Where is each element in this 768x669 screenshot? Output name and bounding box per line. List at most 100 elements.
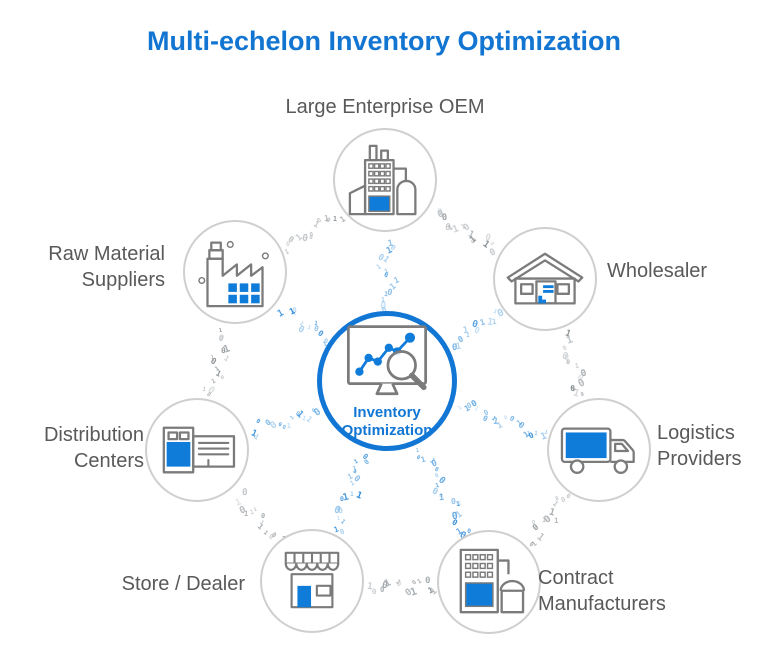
node-wholesaler: [493, 227, 597, 331]
binary-digit: 1: [455, 499, 461, 508]
binary-digit: 1: [252, 432, 261, 442]
binary-digit: 0: [315, 216, 323, 225]
binary-digit: 0: [429, 485, 439, 498]
binary-digit: 1: [201, 386, 207, 394]
binary-digit: 0: [481, 413, 490, 424]
binary-digit: 1: [341, 491, 351, 504]
binary-digit: 1: [345, 471, 355, 482]
binary-digit: 1: [303, 414, 315, 425]
binary-digit: 0: [560, 343, 569, 353]
binary-digit: 1: [291, 310, 297, 318]
binary-digit: 1: [459, 221, 468, 232]
binary-digit: 0: [338, 526, 346, 536]
binary-digit: 0: [388, 242, 398, 253]
binary-digit: 1: [243, 508, 249, 518]
binary-digit: 1: [409, 585, 419, 599]
binary-digit: 1: [486, 316, 494, 329]
binary-digit: 1: [451, 223, 461, 236]
binary-digit: 1: [529, 539, 539, 549]
binary-digit: 0: [531, 519, 535, 526]
binary-digit: 0: [263, 417, 273, 428]
binary-digit: 1: [456, 404, 464, 412]
binary-digit: 1: [445, 222, 455, 233]
binary-digit: 1: [349, 479, 356, 488]
binary-digit: 0: [565, 358, 571, 367]
binary-digit: 1: [213, 365, 220, 373]
binary-digit: 0: [410, 578, 418, 587]
binary-digit: 1: [297, 320, 305, 328]
binary-digit: 0: [542, 513, 554, 526]
binary-digit: 1: [571, 387, 582, 401]
binary-digit: 0: [434, 472, 441, 480]
binary-digit: 1: [353, 458, 360, 466]
node-label-wholesaler: Wholesaler: [607, 260, 708, 282]
binary-digit: 1: [294, 408, 307, 420]
binary-digit: 1: [478, 316, 486, 328]
binary-digit: 1: [366, 580, 374, 593]
node-raw: [183, 220, 287, 324]
binary-digit: 0: [296, 324, 306, 336]
binary-digit: 1: [564, 334, 575, 347]
binary-digit: 0: [483, 232, 492, 244]
binary-digit: 0: [450, 516, 460, 528]
raw-material-factory-icon: [195, 235, 275, 309]
binary-digit: 0: [371, 586, 378, 597]
binary-digit: 0: [526, 429, 535, 441]
binary-digit: 1: [391, 273, 401, 286]
binary-digit: 0: [237, 504, 248, 518]
binary-digit: 0: [308, 232, 314, 239]
binary-digit: 1: [374, 262, 383, 272]
binary-digit: 1: [288, 414, 295, 422]
binary-digit: 0: [260, 511, 266, 521]
binary-digit: 1: [427, 455, 437, 466]
binary-digit: 1: [306, 324, 312, 332]
binary-digit: 0: [436, 474, 448, 486]
binary-digit: 1: [382, 576, 393, 590]
binary-digit: 1: [288, 306, 298, 318]
binary-digit: 1: [568, 383, 578, 394]
node-contract: [437, 530, 541, 634]
binary-digit: 0: [469, 235, 477, 246]
binary-digit: 1: [218, 327, 223, 335]
binary-digit: 0: [472, 325, 481, 337]
binary-digit: 0: [563, 352, 570, 362]
manufacturing-plant-icon: [450, 546, 528, 618]
hub-label: Inventory Optimization: [342, 404, 433, 440]
binary-digit: 1: [387, 281, 399, 293]
binary-digit: 0: [470, 398, 480, 410]
binary-digit: 1: [534, 530, 546, 544]
binary-digit: 0: [268, 419, 280, 432]
binary-digit: 1: [213, 368, 223, 379]
warehouse-icon: [503, 248, 587, 311]
binary-digit: 1: [248, 508, 255, 517]
binary-digit: 0: [375, 252, 386, 265]
binary-digit: 0: [316, 328, 326, 339]
binary-digit: 0: [465, 400, 474, 411]
binary-digit: 0: [438, 493, 444, 500]
binary-digit: 1: [394, 577, 403, 587]
binary-digit: 0: [436, 208, 445, 221]
binary-digit: 0: [332, 504, 342, 517]
node-oem: [333, 128, 437, 232]
binary-digit: 0: [281, 424, 287, 432]
binary-digit: 1: [415, 577, 423, 586]
binary-digit: 1: [554, 515, 559, 525]
binary-digit: 0: [286, 233, 296, 245]
binary-digit: 0: [452, 342, 458, 353]
binary-digit: 1: [352, 468, 357, 475]
binary-digit: 0: [312, 323, 320, 334]
delivery-truck-icon: [557, 422, 641, 479]
binary-digit: 1: [480, 238, 492, 251]
binary-digit: 0: [383, 271, 389, 280]
binary-digit: 1: [252, 507, 258, 514]
binary-digit: 0: [205, 384, 217, 397]
binary-digit: 1: [293, 232, 305, 244]
analytics-monitor-icon: [341, 322, 433, 403]
binary-digit: 1: [457, 501, 462, 508]
binary-digit: 0: [455, 333, 465, 345]
binary-digit: 0: [217, 334, 225, 343]
binary-digit: 0: [564, 492, 571, 501]
binary-digit: 0: [554, 495, 560, 503]
binary-digit: 1: [455, 341, 462, 352]
